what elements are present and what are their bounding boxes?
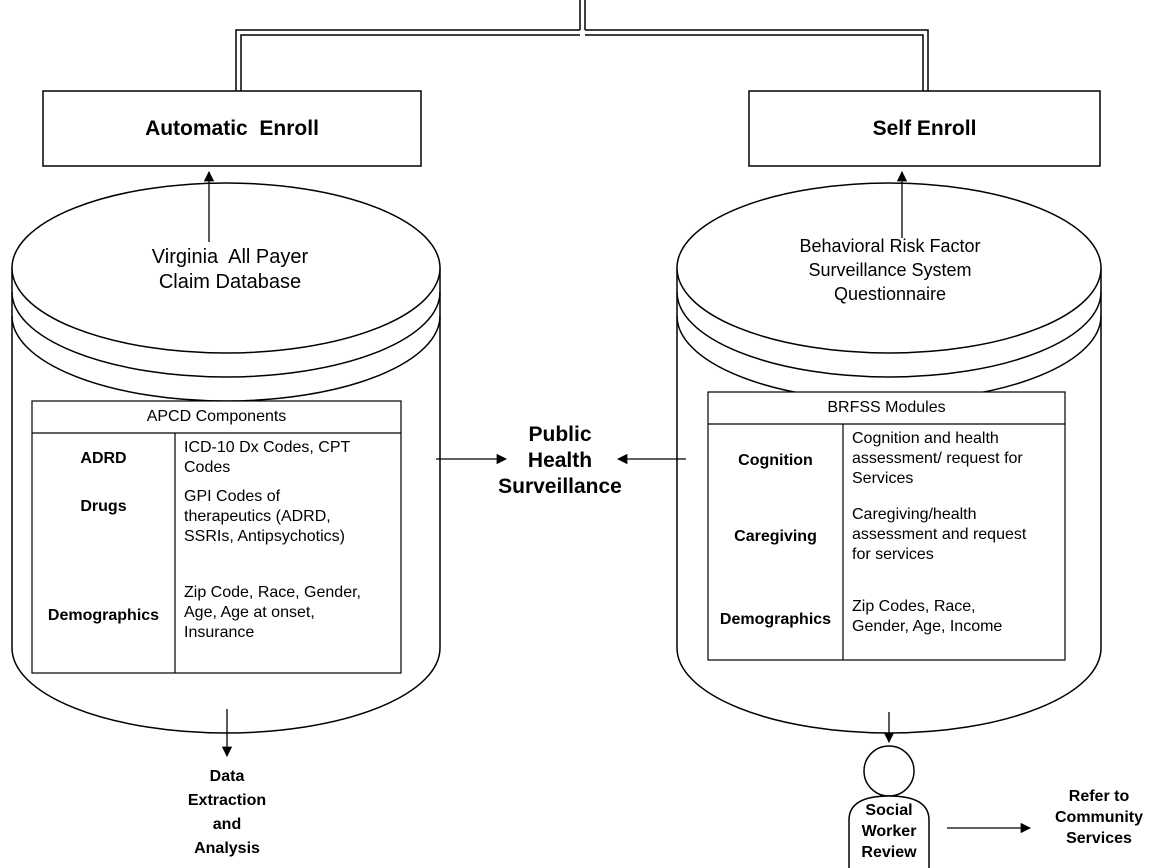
- refer-to-community-services-label: Refer to Community Services: [1055, 788, 1143, 847]
- apcd-row-desc: GPI Codes of therapeutics (ADRD, SSRIs, …: [184, 488, 345, 545]
- apcd-row-label: Drugs: [80, 498, 127, 515]
- apcd-table-header: APCD Components: [146, 408, 287, 425]
- arrows: [203, 170, 1032, 834]
- brfss-row-desc: Caregiving/health assessment and request…: [852, 506, 1027, 563]
- brfss-row-label: Cognition: [738, 452, 813, 469]
- self-enroll-box: [748, 90, 1101, 167]
- apcd-row-label: ADRD: [80, 450, 127, 467]
- top-connector: [235, 0, 929, 91]
- brfss-row-desc: Cognition and health assessment/ request…: [852, 430, 1023, 487]
- brfss-row-desc: Zip Codes, Race, Gender, Age, Income: [852, 598, 1003, 635]
- self-enroll-label: Self Enroll: [872, 117, 977, 140]
- public-health-surveillance-label: Public Health Surveillance: [498, 423, 622, 498]
- data-extraction-label: Data Extraction and Analysis: [187, 768, 267, 857]
- brfss-modules-table: [707, 391, 1066, 661]
- apcd-row-label: Demographics: [47, 607, 160, 624]
- brfss-table-header: BRFSS Modules: [827, 399, 946, 416]
- social-worker-figure: [848, 745, 930, 868]
- brfss-database-title: Behavioral Risk Factor Surveillance Syst…: [799, 236, 981, 304]
- apcd-components-table: [31, 400, 402, 674]
- brfss-row-label: Caregiving: [734, 528, 817, 545]
- automatic-enroll-label: Automatic Enroll: [145, 117, 319, 140]
- automatic-enroll-box: [42, 90, 422, 167]
- apcd-row-desc: ICD-10 Dx Codes, CPT Codes: [184, 439, 351, 476]
- brfss-row-label: Demographics: [719, 611, 832, 628]
- apcd-row-desc: Zip Code, Race, Gender, Age, Age at onse…: [184, 584, 361, 641]
- social-worker-review-label: Social Worker Review: [861, 802, 917, 861]
- apcd-database-title: Virginia All Payer Claim Database: [151, 246, 309, 293]
